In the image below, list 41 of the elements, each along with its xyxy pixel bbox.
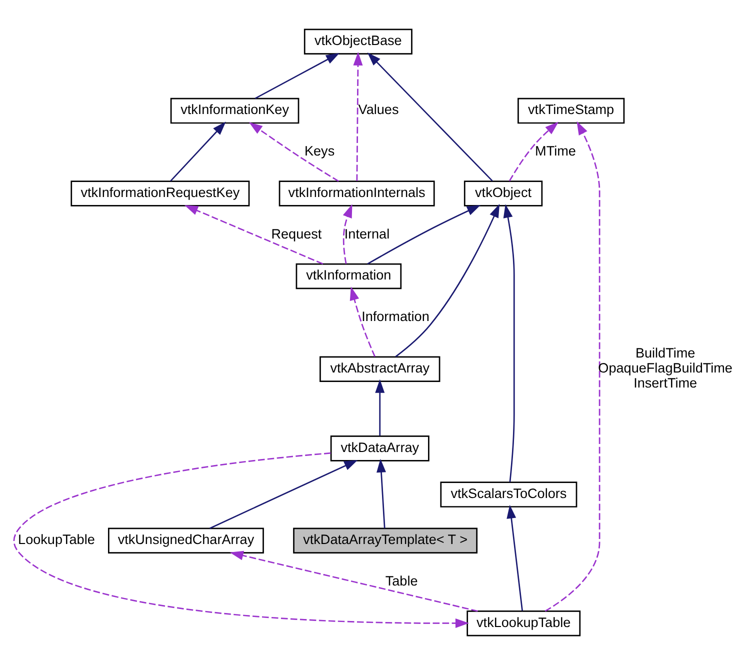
arrow — [13, 452, 470, 628]
arrow — [506, 504, 523, 610]
arrow — [209, 460, 358, 528]
arrow — [254, 52, 340, 99]
arrow — [184, 204, 324, 264]
node-box: vtkLookupTable — [466, 610, 581, 636]
node-box: vtkScalarsToColors — [440, 481, 578, 507]
node-box: vtkInformation — [296, 262, 402, 289]
edge-label: Information — [362, 308, 430, 324]
arrow — [367, 52, 493, 181]
node-box: vtkInformationRequestKey — [70, 180, 250, 206]
arrow — [248, 122, 339, 182]
arrow — [170, 121, 226, 181]
edge-label: BuildTime OpaqueFlagBuildTime InsertTime — [598, 345, 732, 390]
edge-label: LookupTable — [18, 532, 95, 547]
arrow — [544, 120, 600, 612]
edge-label: Request — [271, 226, 322, 241]
node-box: vtkInformationInternals — [278, 180, 435, 206]
node-box: vtkUnsignedCharArray — [108, 527, 264, 554]
node-box: vtkInformationKey — [170, 97, 300, 124]
arrow — [503, 204, 515, 482]
edge-label: MTime — [535, 143, 576, 158]
edge-label: Values — [358, 102, 399, 117]
arrow — [375, 378, 385, 436]
node-box: vtkTimeStamp — [518, 97, 625, 124]
node-box: vtkAbstractArray — [320, 356, 440, 382]
node-box: vtkDataArray — [330, 435, 430, 461]
edge-label: Keys — [304, 143, 335, 158]
arrow — [376, 458, 386, 528]
edge-label: Table — [385, 572, 418, 588]
arrow — [230, 550, 478, 612]
edge-label: Internal — [344, 226, 390, 241]
arrow — [342, 204, 352, 264]
node-box: vtkDataArrayTemplate< T > — [293, 527, 478, 554]
arrow — [353, 51, 363, 180]
node-box: vtkObjectBase — [304, 28, 412, 54]
arrow — [508, 121, 559, 181]
node-box: vtkObject — [464, 180, 543, 206]
arrow — [367, 204, 481, 264]
arrow — [350, 286, 376, 356]
arrow — [395, 203, 500, 357]
